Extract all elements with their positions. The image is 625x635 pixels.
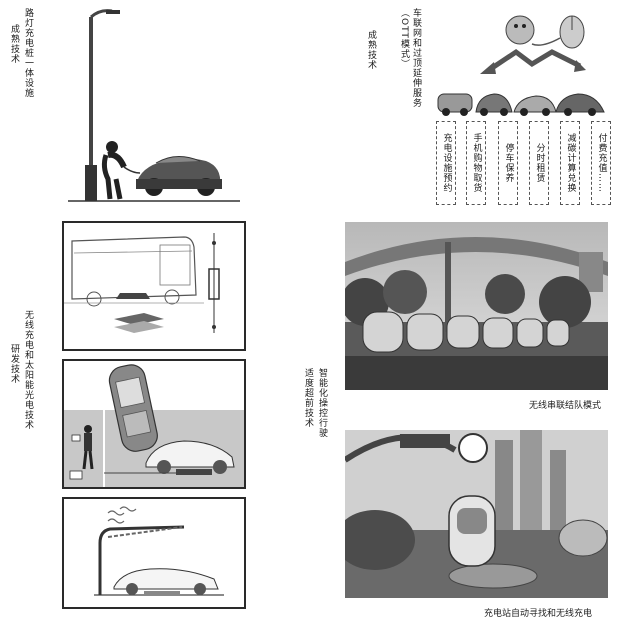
parking-wireless-charging-panel: [62, 359, 246, 489]
wireless-solar-label: 无线充电和太阳能光电技术: [23, 310, 33, 430]
streetlight-label: 路灯充电桩一体设施: [23, 8, 33, 98]
bus-wireless-charging-panel: [62, 221, 246, 351]
charging-station-photo: [345, 430, 608, 598]
iov-connected-cars-illustration: [432, 8, 612, 118]
ott-service-label: 车联网和过顶延伸服务（OTT模式）: [399, 8, 421, 108]
smart-maturity-label: 适度超前技术: [303, 368, 313, 428]
solar-carport-panel: [62, 497, 246, 609]
ott-maturity-label: 成熟技术: [366, 30, 376, 70]
smart-driving-label: 智能化操控行驶: [317, 368, 327, 438]
service-carbon-exchange: 减碳计算兑换: [560, 121, 580, 205]
streetlight-maturity-label: 成熟技术: [9, 24, 19, 64]
charging-station-caption: 充电站自动寻找和无线充电: [484, 609, 593, 619]
service-mobile-shopping: 手机购物取货: [466, 121, 486, 205]
service-parking-maintenance: 停车保养: [498, 121, 518, 205]
service-payment-topup: 付费充值……: [591, 121, 611, 205]
platoon-mode-caption: 无线串联结队模式: [529, 401, 602, 411]
service-time-share-rental: 分时租赁: [529, 121, 549, 205]
streetlight-charging-illustration: [60, 5, 240, 205]
platoon-mode-photo: [345, 222, 608, 390]
service-charging-reservation: 充电设施预约: [436, 121, 456, 205]
wireless-maturity-label: 研发技术: [9, 344, 19, 384]
